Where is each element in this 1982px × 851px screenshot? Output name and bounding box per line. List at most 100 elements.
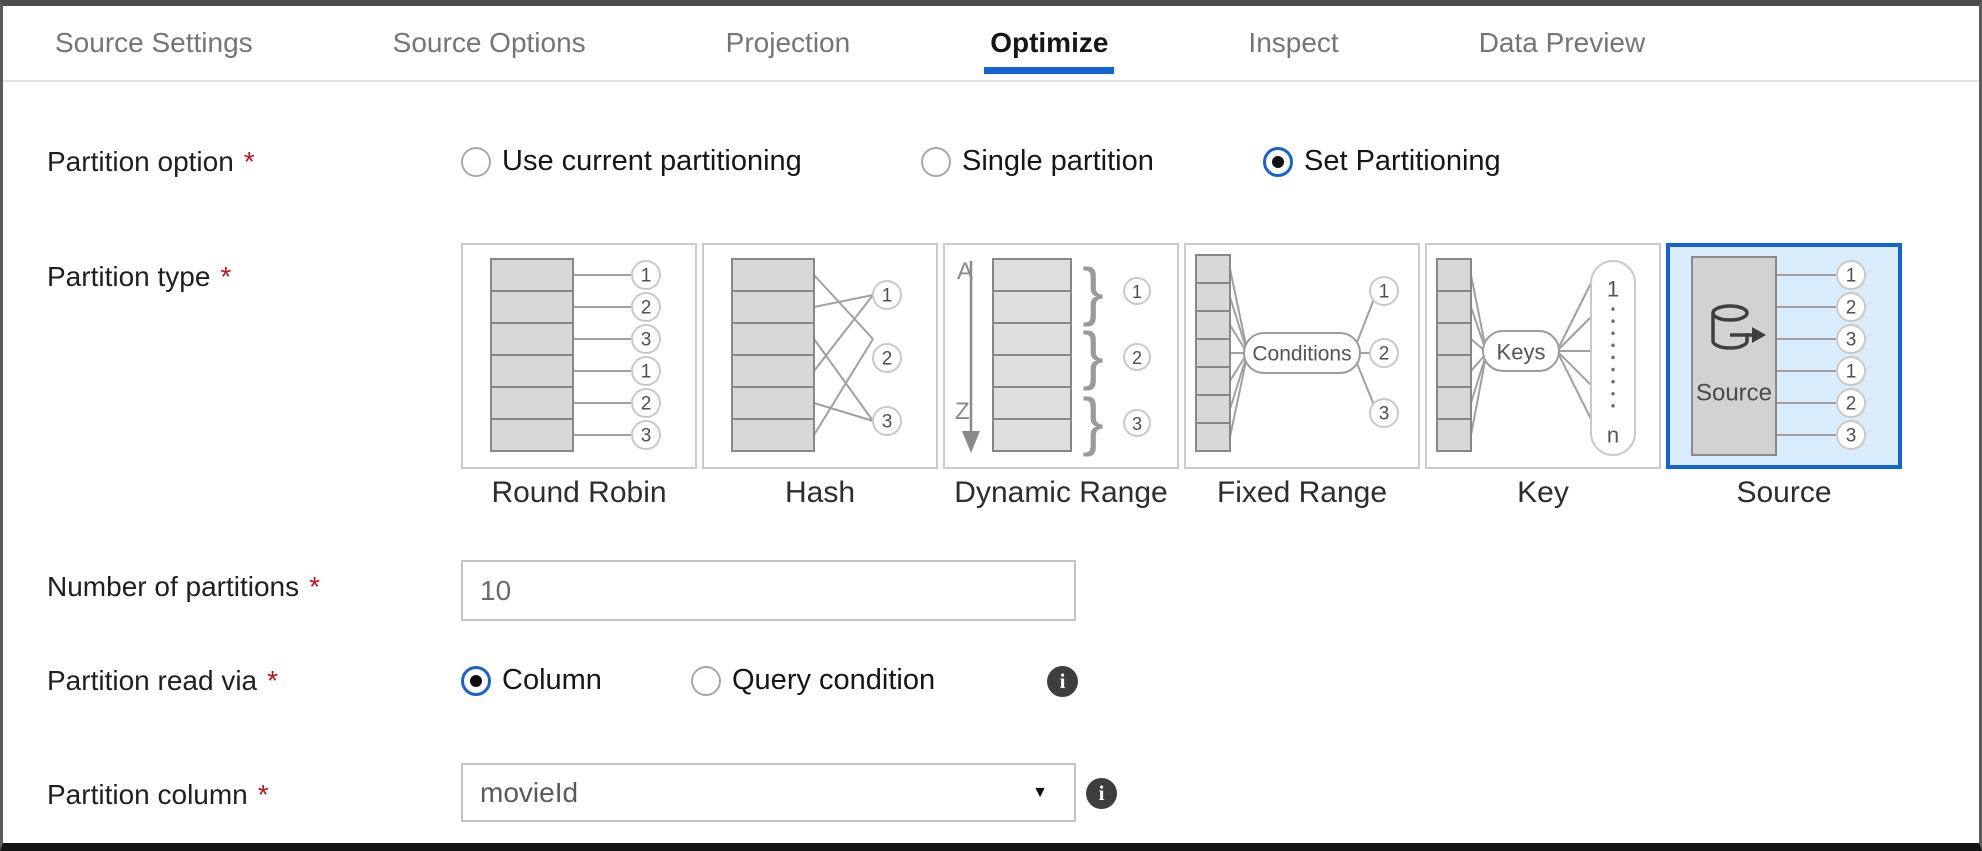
output-number: 2 [641,394,652,415]
output-number: 2 [641,298,652,319]
radio-circle [461,665,491,696]
keys-pill-label: Keys [1497,340,1546,365]
partition-type-captions: Round Robin Hash Dynamic Range Fixed Ran… [461,476,1902,510]
dynamic-range-diagram: A Z } } } 1 2 [955,255,1151,457]
caption-dynamic-range: Dynamic Range [954,476,1168,509]
source-box-label: Source [1696,380,1772,407]
radio-column[interactable]: Column [461,664,602,697]
caption-fixed-range: Fixed Range [1216,476,1388,509]
radio-use-current-partitioning[interactable]: Use current partitioning [461,145,802,178]
hash-diagram: 1 2 3 [731,258,902,452]
caption-source: Source [1736,476,1832,509]
output-number: 1 [1132,282,1142,302]
tab-source-settings[interactable]: Source Settings [55,27,253,58]
radio-label: Query condition [732,664,936,696]
output-number: 3 [641,426,652,447]
info-icon[interactable]: i [1086,778,1117,809]
radio-circle [921,146,951,177]
label-text: Partition option [47,146,234,177]
tile-source[interactable]: Source 1 2 3 1 2 3 [1666,243,1902,469]
tile-round-robin[interactable]: 1 2 3 1 2 3 [461,243,697,469]
tab-strip: Source Settings Source Options Projectio… [3,6,1979,82]
output-number: 1 [641,266,652,287]
list-top-number: 1 [1607,277,1619,302]
dropdown-value: movieId [480,776,579,808]
partition-type-tiles: 1 2 3 1 2 3 [461,243,1902,469]
output-number: 1 [882,286,893,307]
label-text: Partition column [47,779,248,810]
radio-single-partition[interactable]: Single partition [921,145,1154,178]
output-number: 3 [882,412,893,433]
radio-circle [461,146,491,177]
source-box [1691,256,1777,456]
label-text: Partition read via [47,665,258,696]
required-asterisk: * [309,571,321,602]
tile-hash[interactable]: 1 2 3 [702,243,938,469]
round-robin-diagram: 1 2 3 1 2 3 [490,258,661,452]
radio-circle [1263,146,1293,177]
radio-set-partitioning[interactable]: Set Partitioning [1263,145,1501,178]
output-number: 3 [641,330,652,351]
partition-type-label: Partition type * [47,261,231,293]
brace: } [1082,385,1103,457]
partition-column-label: Partition column * [47,779,269,811]
tile-key[interactable]: Keys 1 n [1425,243,1661,469]
radio-circle [691,665,721,696]
tile-dynamic-range[interactable]: A Z } } } 1 2 [943,243,1179,469]
list-bottom-letter: n [1607,423,1619,448]
conditions-pill-label: Conditions [1252,343,1351,366]
brace: } [1082,255,1103,327]
source-diagram: Source 1 2 3 1 2 3 [1691,256,1866,456]
sort-bottom-letter: Z [955,398,970,425]
database-export-arrow [1752,327,1766,343]
keys-pill [1482,330,1560,372]
output-number: 3 [1132,414,1142,434]
label-text: Number of partitions [47,571,300,602]
radio-label: Single partition [962,145,1154,177]
output-number: 2 [1379,344,1390,365]
output-number: 2 [1846,394,1857,415]
output-number: 3 [1379,404,1390,425]
output-number: 2 [1846,298,1857,319]
output-number: 1 [641,362,652,383]
tab-projection[interactable]: Projection [725,27,851,58]
radio-label: Column [502,664,602,696]
tile-fixed-range[interactable]: Conditions 1 2 3 [1184,243,1420,469]
caption-hash: Hash [784,476,856,509]
key-diagram: Keys 1 n [1436,258,1636,456]
database-export-icon [1711,304,1754,350]
info-icon[interactable]: i [1047,666,1078,697]
label-text: Partition type [47,261,211,292]
sort-top-letter: A [957,258,973,285]
radio-label: Set Partitioning [1304,145,1501,177]
output-number: 1 [1846,266,1857,287]
output-number: 3 [1846,330,1857,351]
tab-optimize[interactable]: Optimize [984,27,1115,74]
output-number: 1 [1846,362,1857,383]
output-number: 1 [1379,282,1390,303]
caption-key: Key [1517,476,1569,509]
input-value: 10 [480,574,512,606]
partition-column-dropdown[interactable]: movieId ▼ [461,763,1076,822]
output-number: 2 [1132,348,1142,368]
brace: } [1082,319,1103,391]
required-asterisk: * [220,261,232,292]
tab-inspect[interactable]: Inspect [1248,27,1339,58]
chevron-down-icon: ▼ [1032,783,1048,801]
tab-source-options[interactable]: Source Options [392,27,586,58]
output-number: 2 [882,349,893,370]
required-asterisk: * [257,779,269,810]
sort-arrow-head [962,431,980,453]
tab-data-preview[interactable]: Data Preview [1478,27,1646,58]
fixed-range-diagram: Conditions 1 2 3 [1195,254,1399,452]
number-of-partitions-label: Number of partitions * [47,571,320,603]
required-asterisk: * [243,146,255,177]
number-of-partitions-input[interactable]: 10 [461,560,1076,621]
partition-option-label: Partition option * [47,146,255,178]
partition-read-via-label: Partition read via* [47,665,278,697]
caption-round-robin: Round Robin [491,476,667,509]
conditions-pill [1243,332,1361,374]
radio-query-condition[interactable]: Query condition [691,664,935,697]
radio-label: Use current partitioning [502,145,802,177]
